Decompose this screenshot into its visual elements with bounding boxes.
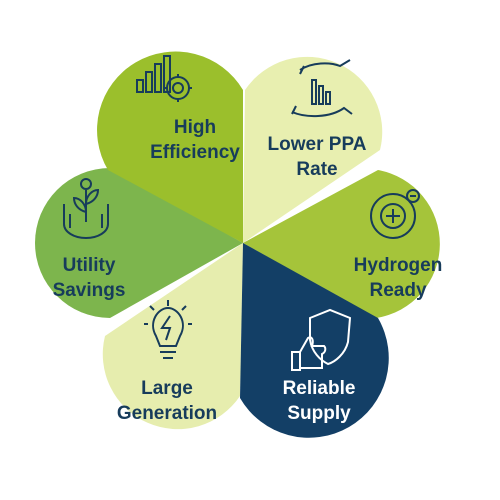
label-reliable-supply: Reliable Supply — [254, 376, 384, 426]
label-high-efficiency: High Efficiency — [130, 115, 260, 165]
label-line-1: High — [173, 117, 217, 138]
hydrogen-atom-icon — [370, 189, 420, 239]
petal-lower-ppa-rate — [243, 56, 383, 243]
petal-reliable-supply — [240, 243, 389, 438]
label-utility-savings: Utility Savings — [24, 253, 154, 303]
label-line-2: Rate — [296, 159, 338, 180]
label-line-2: Savings — [52, 280, 126, 301]
label-line-1: Hydrogen — [353, 255, 443, 276]
petal-hydrogen-ready — [243, 170, 440, 318]
label-line-1: Utility — [62, 255, 116, 276]
lightbulb-bolt-icon — [144, 300, 192, 359]
bar-chart-gear-icon — [136, 55, 192, 102]
petal-high-efficiency — [97, 51, 243, 243]
label-large-generation: Large Generation — [102, 376, 232, 426]
label-line-2: Efficiency — [150, 142, 240, 163]
shield-thumbs-up-icon — [291, 308, 352, 371]
label-line-2: Ready — [369, 280, 427, 301]
label-line-1: Reliable — [282, 378, 356, 399]
label-line-2: Generation — [116, 403, 218, 424]
hands-bar-chart-icon — [291, 59, 353, 118]
label-hydrogen-ready: Hydrogen Ready — [333, 253, 463, 303]
label-line-1: Large — [141, 378, 193, 399]
label-lower-ppa-rate: Lower PPA Rate — [252, 132, 382, 182]
label-line-2: Supply — [287, 403, 351, 424]
hands-dollar-plant-icon — [63, 178, 109, 240]
petal-large-generation — [102, 243, 244, 430]
label-line-1: Lower PPA — [267, 134, 367, 155]
